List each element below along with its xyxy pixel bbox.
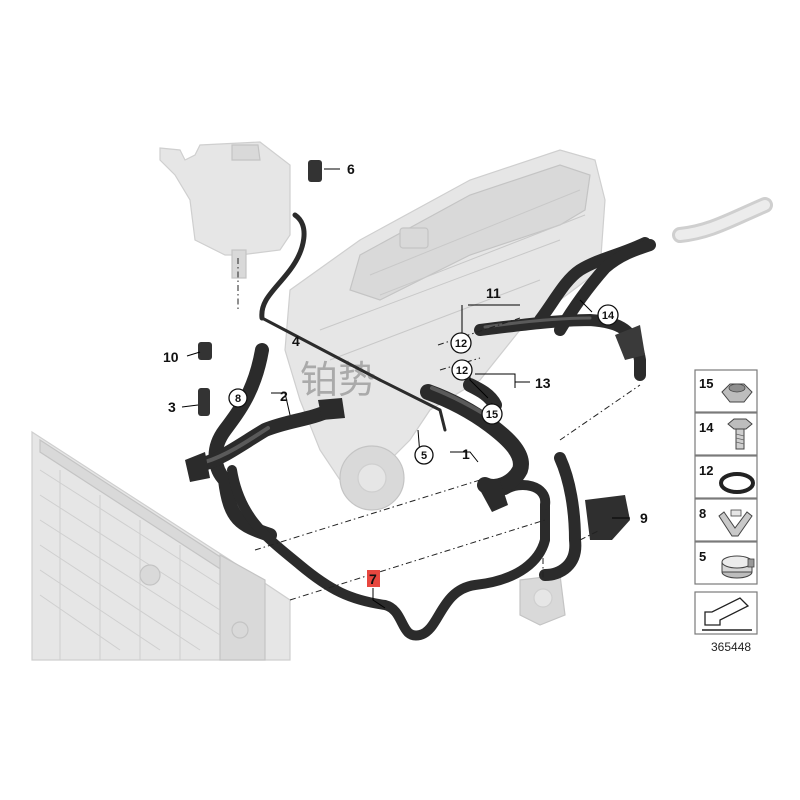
legend-number-12: 12 (699, 463, 713, 478)
circled-14: 14 (602, 310, 615, 322)
upper-pipe-ghost (672, 197, 773, 243)
callout-1: 1 (462, 446, 470, 462)
circled-15: 15 (486, 409, 498, 421)
legend-number-5: 5 (699, 549, 706, 564)
circled-12-top: 12 (455, 338, 467, 350)
callout-13: 13 (535, 375, 551, 391)
thermostat-housing-ghost (519, 574, 566, 626)
legend-number-15: 15 (699, 376, 713, 391)
expansion-tank-ghost (159, 141, 291, 279)
legend-number-8: 8 (699, 506, 706, 521)
reference-number: 365448 (711, 640, 751, 654)
callout-3: 3 (168, 399, 176, 415)
callout-7-highlight (367, 570, 380, 587)
circled-5: 5 (421, 450, 427, 462)
bolt-icon (727, 418, 753, 450)
hose-clamp-icon (721, 555, 755, 579)
circled-12-mid: 12 (456, 365, 468, 377)
callout-7: 7 (369, 571, 377, 587)
callout-10: 10 (163, 349, 179, 365)
o-ring-icon (719, 472, 755, 494)
callout-6: 6 (347, 161, 355, 177)
callout-9: 9 (640, 510, 648, 526)
nut-icon (721, 383, 753, 403)
direction-arrow-icon (702, 597, 752, 631)
radiator-ghost (31, 430, 291, 661)
legend-number-14: 14 (699, 420, 714, 435)
spring-clip-icon (718, 509, 753, 537)
parts-legend: 15 14 12 8 5 (694, 369, 758, 635)
callout-11: 11 (486, 285, 501, 301)
callout-2: 2 (280, 388, 288, 404)
callouts: 6 10 3 2 4 1 11 13 9 7 (163, 161, 648, 587)
watermark: 铂势 (300, 358, 376, 402)
circled-8: 8 (235, 393, 241, 405)
circled-callouts: 8 5 12 12 15 14 (228, 304, 619, 465)
hoses (185, 160, 656, 641)
callout-4: 4 (292, 333, 300, 349)
engine-ghost (284, 149, 606, 511)
